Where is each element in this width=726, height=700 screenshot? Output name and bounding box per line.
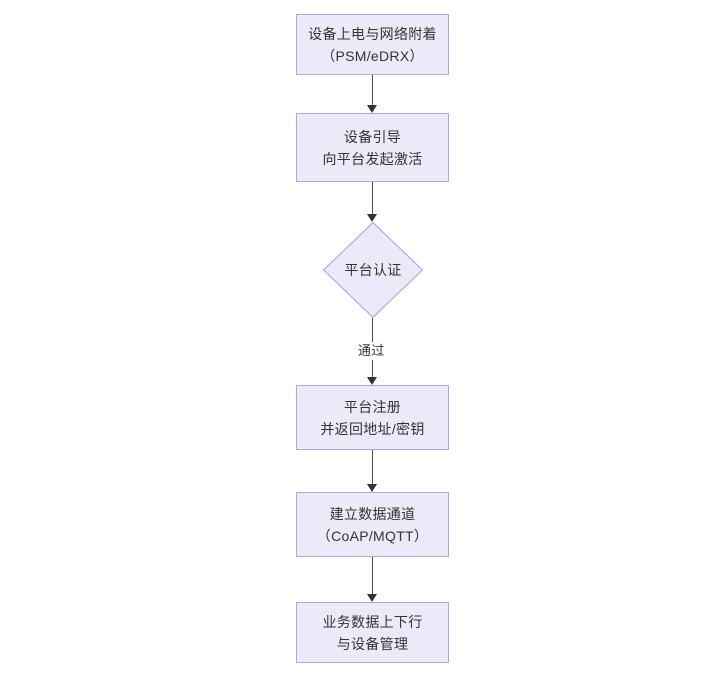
node-label-line1: 设备上电与网络附着 [308,25,437,42]
node-label-line1: 建立数据通道 [329,505,416,522]
node-platform-registration[interactable]: 平台注册 并返回地址/密钥 [296,385,449,450]
node-label-line2: 与设备管理 [336,635,409,652]
node-label-line2: （PSM/eDRX） [321,47,424,64]
arrowhead-icon [367,594,377,602]
node-label-line2: 向平台发起激活 [322,150,423,167]
node-business-data[interactable]: 业务数据上下行 与设备管理 [296,602,449,663]
node-label-line1: 设备引导 [343,128,402,145]
node-label-line1: 平台注册 [343,398,402,415]
edge-line [372,557,373,594]
node-label-line2: 并返回地址/密钥 [320,420,425,437]
edge-line [372,182,373,214]
edge-label-pass: 通过 [356,342,387,360]
node-label-line1: 业务数据上下行 [322,613,423,630]
edge-line [372,450,373,484]
node-device-bootstrap[interactable]: 设备引导 向平台发起激活 [296,113,449,182]
arrowhead-icon [367,105,377,113]
edge-n1-n2 [367,75,377,113]
node-label-line1: 平台认证 [344,262,402,278]
edge-n2-n3 [367,182,377,222]
edge-n4-n5 [367,450,377,492]
arrowhead-icon [367,214,377,222]
node-data-channel[interactable]: 建立数据通道 （CoAP/MQTT） [296,492,449,557]
node-device-power-on[interactable]: 设备上电与网络附着 （PSM/eDRX） [296,14,449,75]
arrowhead-icon [367,484,377,492]
diamond-shape-icon [323,222,423,318]
arrowhead-icon [367,377,377,385]
node-label-line2: （CoAP/MQTT） [316,527,429,544]
edge-line [372,75,373,105]
node-platform-authentication[interactable]: 平台认证 [323,222,423,318]
edge-n5-n6 [367,557,377,602]
